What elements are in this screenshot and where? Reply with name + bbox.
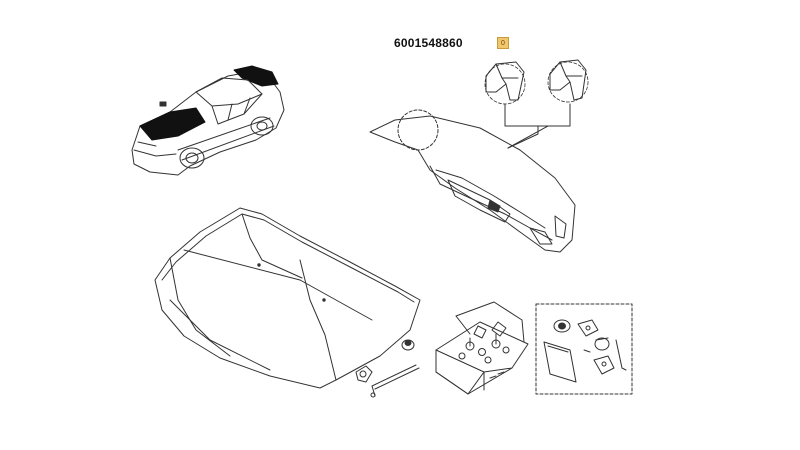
hood-panel-icon[interactable] [154, 207, 421, 389]
callout-bracket [504, 103, 571, 149]
trunk-spoiler-icon[interactable] [369, 109, 576, 253]
spoiler-end-cap-left-icon[interactable] [484, 61, 526, 105]
spoiler-end-cap-right-icon[interactable] [547, 59, 589, 103]
hood-seal-plug-icon[interactable] [401, 339, 415, 351]
hood-prop-rod-icon[interactable] [355, 364, 420, 398]
part-number-label: 6001548860 [394, 36, 463, 50]
callout-badge[interactable]: 0 [497, 37, 509, 49]
hardware-kit-box-icon[interactable] [435, 301, 529, 395]
car-overview-icon[interactable] [131, 65, 285, 176]
lock-kit-icon[interactable] [535, 303, 633, 395]
